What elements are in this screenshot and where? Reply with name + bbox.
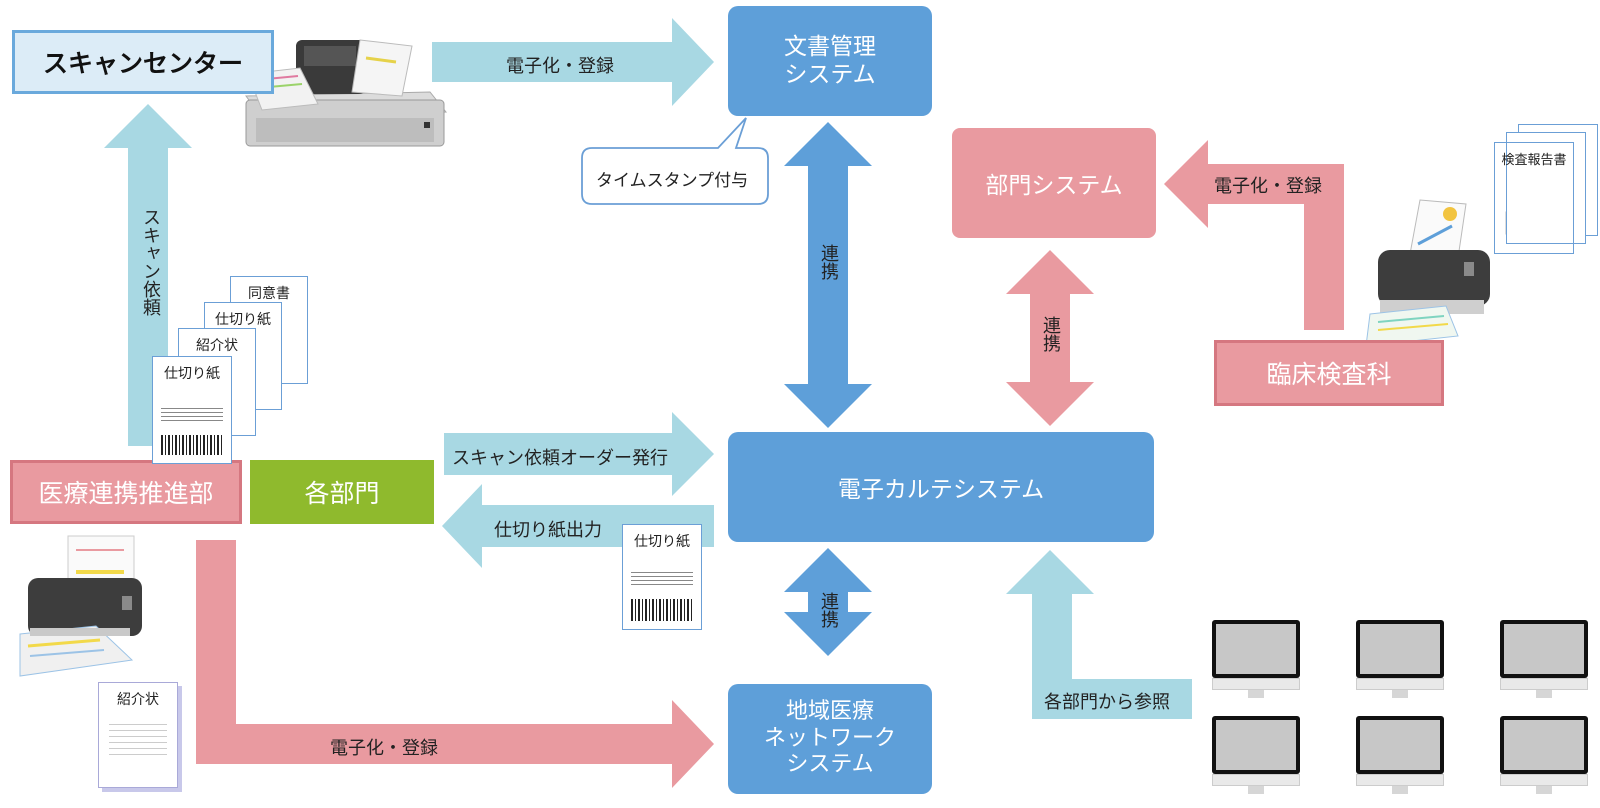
- exam-report: 検査報告書: [1494, 142, 1574, 254]
- flatbed-scanner-icon: [245, 39, 448, 147]
- scan-center-box: スキャンセンター: [12, 30, 274, 94]
- label-emr-regional-link: 連携: [818, 592, 839, 628]
- arrow-reference: [1006, 550, 1192, 719]
- referral-letter-title: 紹介状: [117, 692, 159, 708]
- regional-line-1: 地域医療: [785, 698, 874, 724]
- emr-system-box: 電子カルテシステム: [728, 432, 1154, 542]
- label-lab-to-dept: 電子化・登録: [1214, 176, 1322, 197]
- emr-system-label: 電子カルテシステム: [837, 477, 1045, 503]
- medical-liaison-dept-box: 医療連携推進部: [10, 460, 242, 524]
- arrow-order-issue: [444, 412, 714, 496]
- doc-system-line-1: 文書管理: [784, 33, 876, 60]
- label-doc-emr-link: 連携: [818, 244, 839, 280]
- separator-sheet: 仕切り紙: [622, 524, 702, 630]
- doc-separator-back-title: 仕切り紙: [215, 312, 271, 328]
- doc-separator-front: 仕切り紙: [152, 356, 232, 464]
- arrow-scan-request: [104, 104, 192, 446]
- link-doc-emr: [784, 122, 872, 428]
- medical-liaison-label: 医療連携推進部: [38, 479, 214, 508]
- doc-management-system-box: 文書管理 システム: [728, 6, 932, 116]
- arrow-scan-to-doc: [432, 18, 714, 106]
- doc-consent-title: 同意書: [248, 286, 290, 302]
- barcode-icon: [161, 435, 223, 455]
- label-scan-to-doc: 電子化・登録: [506, 56, 614, 77]
- regional-line-3: システム: [786, 752, 874, 778]
- doc-separator-front-title: 仕切り紙: [164, 366, 220, 382]
- monitor-icon: [1356, 620, 1448, 712]
- sheetfed-scanner-left-icon: [19, 535, 142, 677]
- exam-report-title: 検査報告書: [1501, 153, 1567, 168]
- clinical-lab-label: 臨床検査科: [1266, 360, 1392, 389]
- link-dept-emr: [1006, 250, 1094, 426]
- each-department-label: 各部門: [304, 479, 380, 508]
- label-separator-output: 仕切り紙出力: [494, 520, 602, 541]
- arrow-lab-to-dept: [1164, 140, 1344, 330]
- exam-report-back-1: [1506, 132, 1586, 244]
- doc-referral-stack-title: 紹介状: [196, 338, 238, 354]
- regional-line-2: ネットワーク: [763, 725, 896, 751]
- separator-sheet-title: 仕切り紙: [634, 534, 690, 550]
- doc-lines: [161, 405, 223, 423]
- monitor-icon: [1356, 716, 1448, 808]
- each-department-box: 各部門: [250, 460, 434, 524]
- link-emr-regional: [784, 548, 872, 656]
- separator-lines: [631, 569, 693, 587]
- clinical-lab-box: 臨床検査科: [1214, 340, 1444, 406]
- label-to-regional: 電子化・登録: [330, 738, 438, 759]
- dept-system-label: 部門システム: [985, 173, 1123, 199]
- referral-letter: 紹介状: [98, 682, 178, 788]
- referral-letter-lines: [109, 719, 167, 759]
- label-scan-request: スキャン依頼: [140, 208, 161, 316]
- arrow-to-regional: [196, 540, 714, 788]
- dept-system-box: 部門システム: [952, 128, 1156, 238]
- regional-network-system-box: 地域医療 ネットワーク システム: [728, 684, 932, 794]
- monitor-icon: [1212, 620, 1304, 712]
- scan-center-label: スキャンセンター: [42, 49, 243, 78]
- doc-system-line-2: システム: [784, 62, 876, 88]
- monitor-icon: [1500, 620, 1592, 712]
- label-order-issue: スキャン依頼オーダー発行: [452, 448, 668, 469]
- separator-barcode-icon: [631, 599, 693, 621]
- sheetfed-scanner-right-icon: [1365, 199, 1490, 347]
- timestamp-callout-bubble: [581, 117, 769, 205]
- label-dept-emr-link: 連携: [1040, 316, 1061, 352]
- monitor-icon: [1500, 716, 1592, 808]
- label-reference-from-depts: 各部門から参照: [1044, 692, 1170, 713]
- timestamp-callout-text: タイムスタンプ付与: [596, 171, 749, 191]
- monitor-icon: [1212, 716, 1304, 808]
